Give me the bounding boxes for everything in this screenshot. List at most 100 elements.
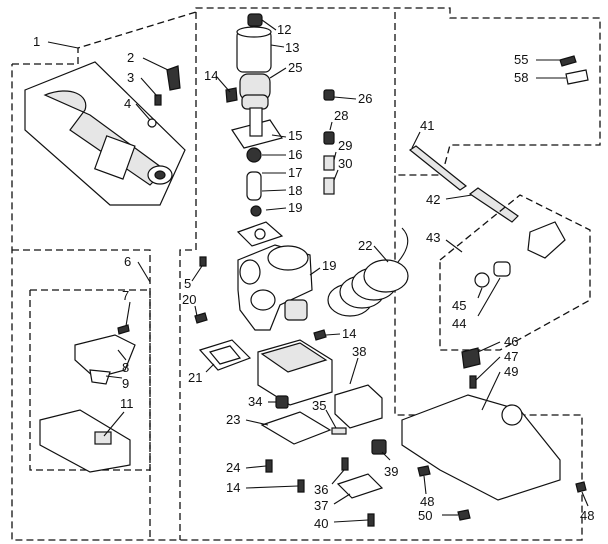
- part-13-top: [236, 26, 272, 38]
- callout-15: 15: [288, 128, 302, 143]
- leader-19a: [265, 207, 287, 211]
- callout-25: 25: [288, 60, 302, 75]
- part-49-bracket-hole: [501, 404, 523, 426]
- part-42-tube: [468, 187, 519, 223]
- part-19-gasket-hole: [254, 228, 266, 240]
- part-29-spring: [323, 155, 335, 171]
- part-8-bracket: [74, 334, 136, 379]
- part-14-screw-top: [225, 87, 238, 103]
- callout-42: 42: [426, 192, 440, 207]
- burner-orifice-hole: [154, 170, 166, 180]
- ignitor-box-outline: [29, 289, 151, 471]
- part-25-lower: [241, 94, 269, 110]
- part-38-control-box: [334, 384, 383, 429]
- part-15-stem: [249, 107, 263, 137]
- callout-35: 35: [312, 398, 326, 413]
- leader-44: [477, 277, 501, 317]
- callout-12: 12: [277, 22, 291, 37]
- callout-4: 4: [124, 96, 131, 111]
- leader-39: [381, 451, 391, 461]
- callout-5: 5: [184, 276, 191, 291]
- leader-35: [325, 409, 337, 429]
- callout-47: 47: [504, 349, 518, 364]
- leader-46: [477, 341, 501, 353]
- callout-46: 46: [504, 334, 518, 349]
- part-17-plunger: [246, 171, 262, 201]
- callout-41: 41: [420, 118, 434, 133]
- boundary-valve-column: [179, 12, 197, 540]
- leader-48b: [581, 491, 589, 507]
- valve-top-boss: [267, 245, 309, 271]
- part-35-tab: [331, 427, 347, 435]
- callout-50: 50: [418, 508, 432, 523]
- callout-45: 45: [452, 298, 466, 313]
- callout-17: 17: [288, 165, 302, 180]
- thermocouple-assembly: [327, 227, 409, 317]
- part-46-clip: [461, 347, 481, 369]
- leader-28: [329, 121, 333, 131]
- leader-29: [333, 151, 337, 161]
- leader-40: [333, 519, 369, 523]
- part-58-clip: [565, 69, 589, 85]
- callout-39: 39: [384, 464, 398, 479]
- part-23-plate: [260, 411, 332, 445]
- part-3-pin: [154, 94, 162, 106]
- thermocouple-lead: [397, 227, 409, 263]
- leader-18: [261, 189, 287, 192]
- coil-loop-4: [363, 259, 409, 293]
- callout-26: 26: [358, 91, 372, 106]
- part-44-sleeve: [493, 261, 511, 277]
- callout-22: 22: [358, 238, 372, 253]
- part-21-inner: [208, 345, 242, 365]
- callout-11: 11: [120, 396, 134, 411]
- leader-48a: [423, 475, 427, 495]
- part-7-screw: [117, 324, 130, 335]
- part-40-screw: [367, 513, 375, 527]
- leader-25: [269, 67, 287, 79]
- assembly-boundaries: [11, 7, 601, 541]
- boundary-fitting-group: [439, 194, 591, 351]
- part-36-screw: [341, 457, 349, 471]
- callout-14b: 14: [342, 326, 356, 341]
- callout-14c: 14: [226, 480, 240, 495]
- callout-19b: 19: [322, 258, 336, 273]
- leader-26: [333, 96, 357, 100]
- callout-3: 3: [127, 70, 134, 85]
- callout-43: 43: [426, 230, 440, 245]
- callout-16: 16: [288, 147, 302, 162]
- callout-48a: 48: [420, 494, 434, 509]
- burner-assembly: [24, 61, 186, 206]
- callout-6: 6: [124, 254, 131, 269]
- callout-49: 49: [504, 364, 518, 379]
- callout-9: 9: [122, 376, 129, 391]
- leader-1: [47, 41, 79, 49]
- part-28-nut: [323, 131, 335, 145]
- callout-21: 21: [188, 370, 202, 385]
- part-30-screw: [323, 177, 335, 195]
- leader-14b: [325, 333, 341, 336]
- leader-21: [205, 363, 215, 373]
- callout-20: 20: [182, 292, 196, 307]
- callout-30: 30: [338, 156, 352, 171]
- part-41-tube: [408, 145, 468, 191]
- leader-14a: [215, 75, 231, 93]
- callout-2: 2: [127, 50, 134, 65]
- callout-24: 24: [226, 460, 240, 475]
- callout-37: 37: [314, 498, 328, 513]
- callout-14a: 14: [204, 68, 218, 83]
- leader-42: [445, 194, 473, 200]
- part-55-screw: [559, 55, 577, 67]
- leader-14c: [245, 485, 299, 489]
- part-16-seat: [246, 147, 262, 163]
- part-34-switch: [275, 395, 289, 409]
- part-45-nut: [474, 272, 490, 288]
- part-47-screw: [469, 375, 477, 389]
- part-14-screw-lower: [297, 479, 305, 493]
- callout-8: 8: [122, 360, 129, 375]
- part-39-connector: [371, 439, 387, 455]
- part-50-screw: [457, 509, 471, 521]
- callout-13: 13: [285, 40, 299, 55]
- leader-4: [135, 103, 151, 121]
- leader-13: [270, 44, 285, 48]
